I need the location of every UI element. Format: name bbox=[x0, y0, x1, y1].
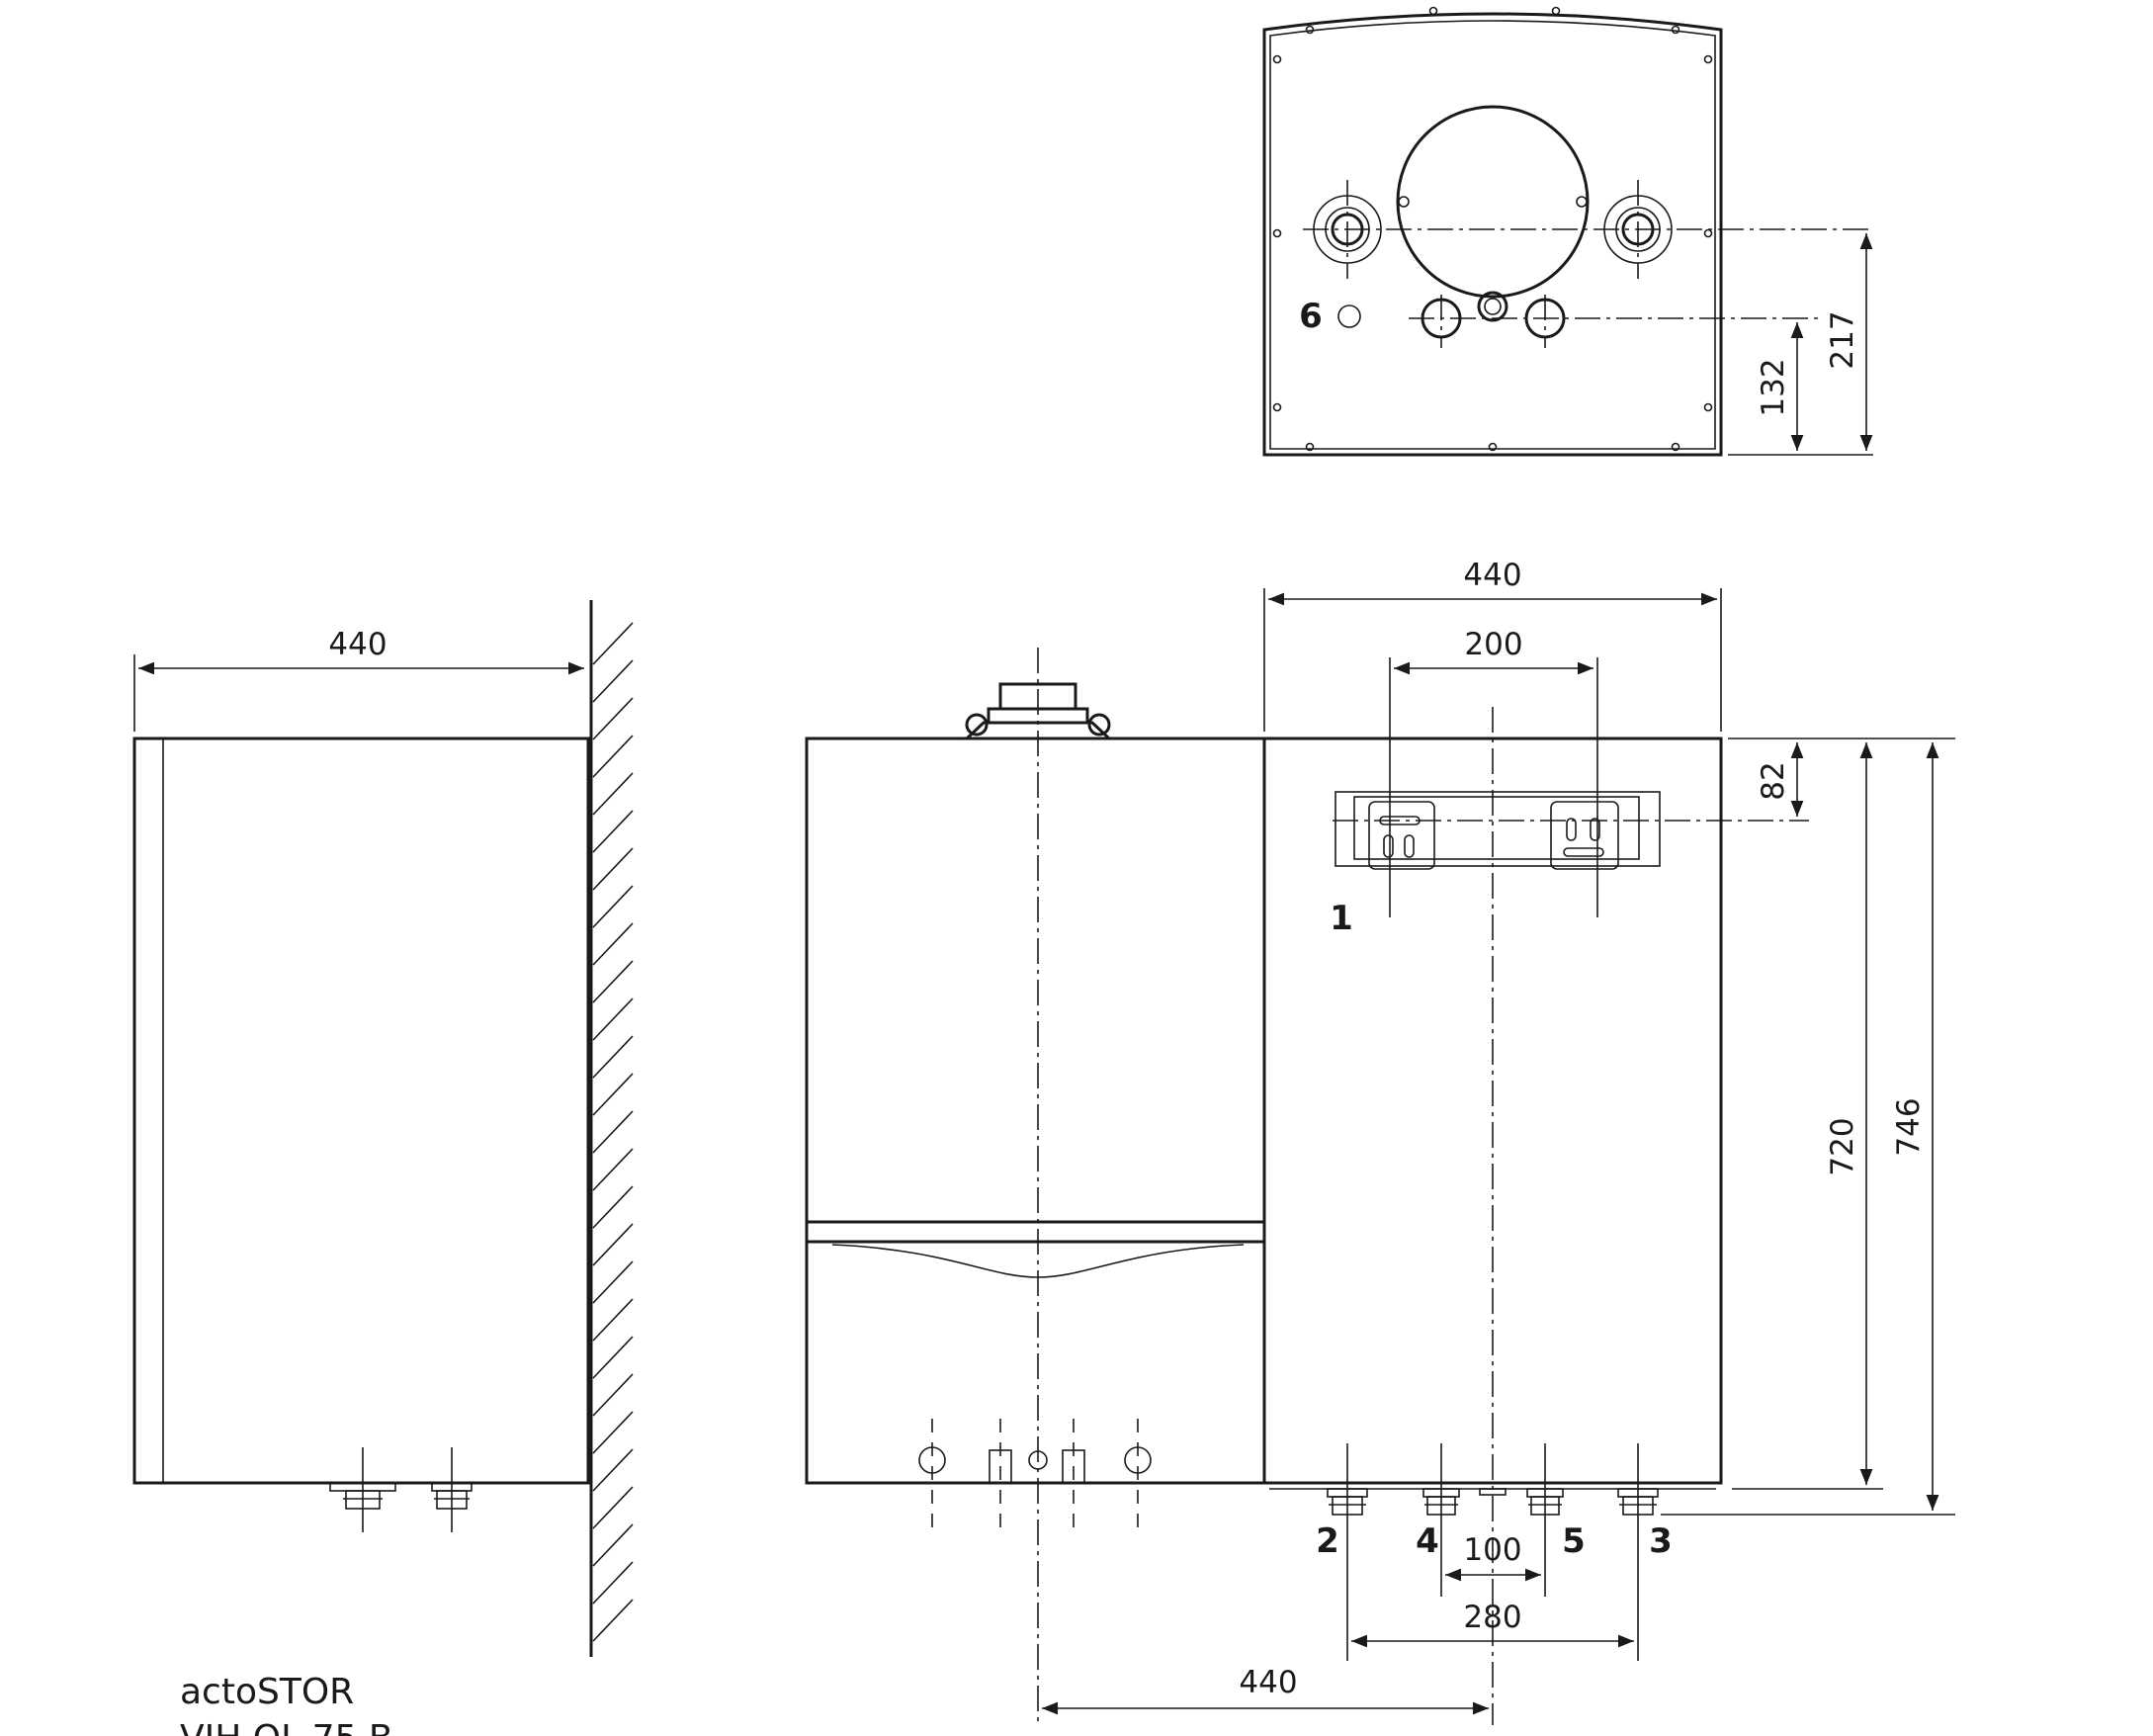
boiler-front bbox=[805, 648, 1266, 1725]
dim-spacing-2-3: 280 bbox=[1351, 1600, 1634, 1648]
caption-line-1: actoSTOR bbox=[180, 1672, 354, 1712]
dim-top-132: 132 bbox=[1756, 322, 1804, 451]
caption-line-2: VIH QL 75 B bbox=[180, 1718, 393, 1736]
dim-bracket-spacing-label: 200 bbox=[1464, 627, 1522, 662]
top-screw-holes bbox=[1272, 6, 1713, 452]
dim-front-width: 440 bbox=[1263, 558, 1722, 732]
dim-height-total: 746 bbox=[1661, 738, 1955, 1516]
dim-height-total-label: 746 bbox=[1891, 1097, 1927, 1156]
boiler-connections bbox=[918, 1419, 1152, 1527]
side-fitting-left bbox=[329, 1447, 396, 1532]
dim-axis-offset-label: 440 bbox=[1239, 1665, 1297, 1700]
dim-side-width: 440 bbox=[133, 627, 584, 732]
label-item-2: 2 bbox=[1316, 1521, 1339, 1561]
dim-front-width-label: 440 bbox=[1463, 558, 1521, 593]
side-view: 440 bbox=[132, 600, 634, 1657]
dim-bracket-spacing: 200 bbox=[1394, 627, 1593, 675]
dim-bracket-height: 82 bbox=[1728, 738, 1883, 817]
dim-top-132-label: 132 bbox=[1756, 358, 1791, 416]
top-view: 6 132 217 bbox=[1262, 6, 1873, 457]
label-item-5: 5 bbox=[1562, 1521, 1586, 1561]
dim-bracket-height-label: 82 bbox=[1756, 761, 1791, 800]
dim-spacing-4-5: 100 bbox=[1445, 1532, 1541, 1582]
label-item-3: 3 bbox=[1649, 1521, 1673, 1561]
dim-top-217: 217 bbox=[1825, 233, 1873, 451]
label-item-4: 4 bbox=[1416, 1521, 1439, 1561]
dim-axis-offset: 440 bbox=[1042, 1665, 1489, 1715]
dim-height-body-label: 720 bbox=[1825, 1117, 1860, 1175]
dim-spacing-2-3-label: 280 bbox=[1463, 1600, 1521, 1635]
dim-top-217-label: 217 bbox=[1825, 310, 1860, 369]
dim-side-width-label: 440 bbox=[328, 627, 387, 662]
label-item-1: 1 bbox=[1330, 899, 1353, 938]
side-fitting-right bbox=[431, 1447, 473, 1532]
storage-front bbox=[1262, 657, 1809, 1725]
wall-hatching bbox=[592, 622, 634, 1642]
dim-spacing-4-5-label: 100 bbox=[1463, 1532, 1521, 1568]
dim-height-body: 720 bbox=[1732, 742, 1883, 1490]
wall-bracket bbox=[1333, 657, 1809, 917]
label-item-6: 6 bbox=[1299, 297, 1323, 336]
storage-connections bbox=[1327, 1443, 1659, 1661]
